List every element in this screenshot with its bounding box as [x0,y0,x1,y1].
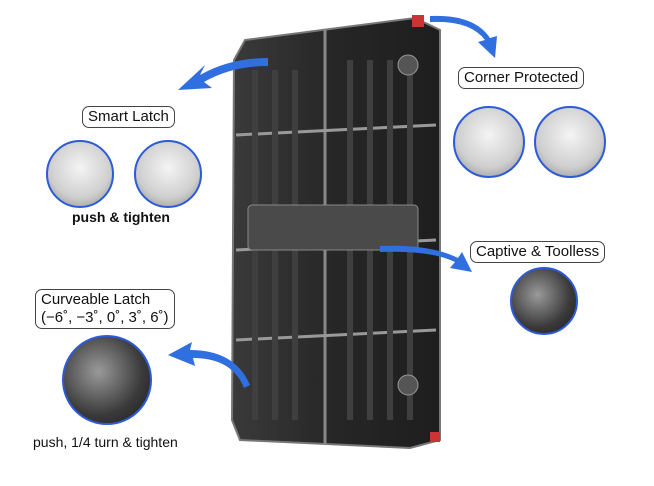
curveable-latch-title: Curveable Latch [41,291,151,308]
curveable-latch-angles: (−6˚, −3˚, 0˚, 3˚, 6˚) [41,309,169,326]
power-box [247,204,419,251]
arrow-smart-latch [178,58,268,90]
smart-latch-detail-image-2 [134,140,202,208]
captive-toolless-image [510,267,578,335]
arrow-captive-toolless [380,245,472,272]
smart-latch-caption: push & tighten [72,209,170,225]
corner-protected-image-2 [534,106,606,178]
smart-latch-detail-image-1 [46,140,114,208]
arrow-corner-protected [430,15,497,58]
curveable-latch-label: Curveable Latch (−6˚, −3˚, 0˚, 3˚, 6˚) [35,289,175,329]
arrows [168,15,497,388]
curveable-latch-image [62,335,152,425]
arrow-curveable-latch [168,342,250,388]
captive-toolless-label: Captive & Toolless [470,241,606,263]
smart-latch-label: Smart Latch [82,106,175,128]
corner-protected-image-1 [453,106,525,178]
corner-protected-label: Corner Protected [458,67,585,89]
curveable-latch-caption: push, 1/4 turn & tighten [33,434,178,450]
led-cabinet [230,15,441,450]
